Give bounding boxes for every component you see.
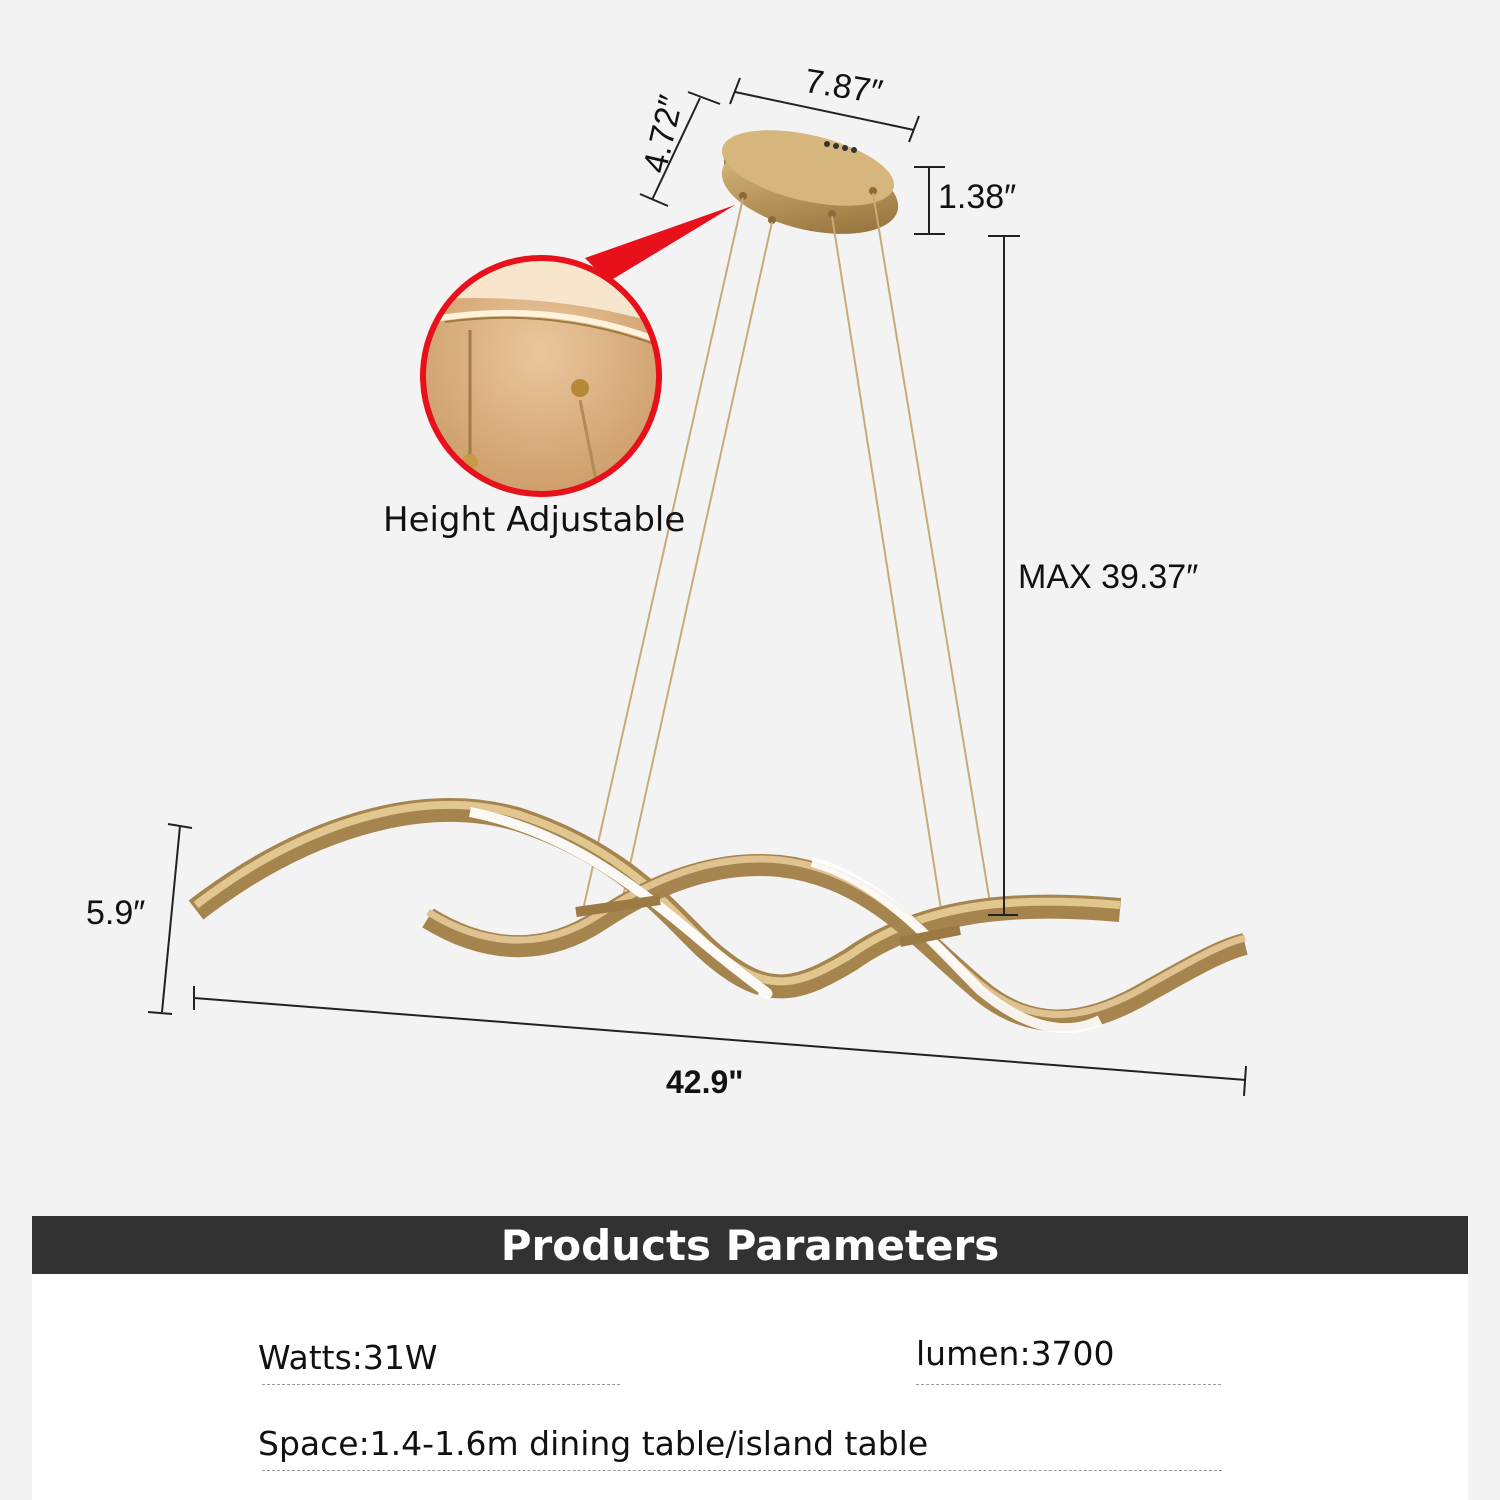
height-adjust-callout — [420, 255, 662, 497]
dimension-lines — [147, 77, 1247, 1097]
fixture-length-label: 42.9" — [666, 1064, 744, 1100]
space-divider — [262, 1470, 1222, 1471]
max-height-label: MAX 39.37″ — [1018, 558, 1199, 596]
parameters-banner: Products Parameters — [32, 1216, 1468, 1274]
canopy — [721, 130, 899, 234]
lumen-divider — [916, 1384, 1221, 1385]
fixture-height-label: 5.9″ — [86, 894, 146, 932]
callout-pointer — [585, 205, 735, 282]
lumen-value: lumen:3700 — [916, 1334, 1115, 1373]
wave-light-fixture — [188, 798, 1248, 1034]
space-value: Space:1.4-1.6m dining table/island table — [258, 1424, 929, 1463]
canopy-height-label: 1.38″ — [938, 178, 1017, 216]
watts-divider — [262, 1384, 620, 1385]
parameters-panel: Watts:31W lumen:3700 Space:1.4-1.6m dini… — [32, 1274, 1468, 1500]
parameters-title: Products Parameters — [500, 1220, 1000, 1270]
chandelier-illustration — [147, 77, 1248, 1097]
suspension-wires — [582, 192, 993, 936]
product-diagram: 7.87″ 4.72″ 1.38″ MAX 39.37″ 5.9″ 42.9" … — [86, 62, 1248, 1100]
height-adjustable-label: Height Adjustable — [383, 500, 686, 540]
watts-value: Watts:31W — [258, 1338, 438, 1377]
